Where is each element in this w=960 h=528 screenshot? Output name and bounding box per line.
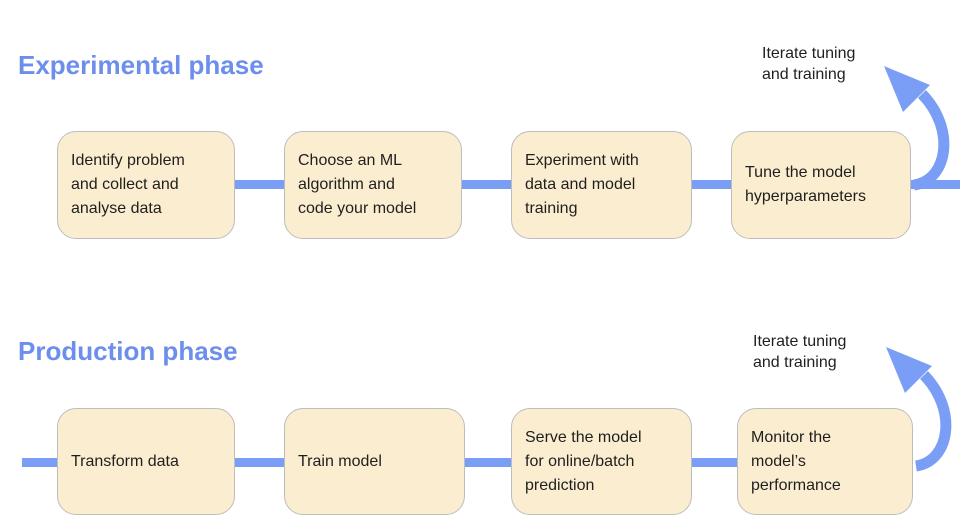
connector-exp-3-4 <box>686 180 736 189</box>
step-label: Experiment with data and model training <box>525 152 639 217</box>
step-box-choose-algorithm: Choose an ML algorithm and code your mod… <box>284 131 462 239</box>
connector-edge-to-prod <box>22 458 60 467</box>
iterate-arrow-icon <box>884 66 950 191</box>
iterate-label-production: Iterate tuning and training <box>753 333 847 371</box>
step-label: Choose an ML algorithm and code your mod… <box>298 152 417 217</box>
connector-prod-3-4 <box>686 458 742 467</box>
step-label: Monitor the model’s performance <box>751 428 841 494</box>
connector-prod-1-2 <box>230 458 290 467</box>
step-box-serve-model: Serve the model for online/batch predict… <box>511 408 692 515</box>
step-label: Train model <box>298 452 382 470</box>
step-box-monitor-performance: Monitor the model’s performance <box>737 408 913 515</box>
connector-exp-1-2 <box>230 180 290 189</box>
step-box-transform-data: Transform data <box>57 408 235 515</box>
step-label: Identify problem and collect and analyse… <box>71 152 185 217</box>
connector-exp-to-edge <box>906 180 960 189</box>
step-box-identify-problem: Identify problem and collect and analyse… <box>57 131 235 239</box>
step-box-train-model: Train model <box>284 408 465 515</box>
step-label: Transform data <box>71 452 179 470</box>
step-label: Serve the model for online/batch predict… <box>525 428 642 494</box>
section-title-production: Production phase <box>18 336 238 366</box>
step-label: Tune the model hyperparameters <box>745 164 866 205</box>
step-box-experiment-training: Experiment with data and model training <box>511 131 692 239</box>
connector-exp-2-3 <box>457 180 517 189</box>
step-box-tune-hyperparameters: Tune the model hyperparameters <box>731 131 911 239</box>
section-title-experimental: Experimental phase <box>18 50 264 80</box>
iterate-label-experimental: Iterate tuning and training <box>762 45 856 83</box>
connector-prod-2-3 <box>460 458 516 467</box>
iterate-arrow-icon <box>886 347 952 472</box>
